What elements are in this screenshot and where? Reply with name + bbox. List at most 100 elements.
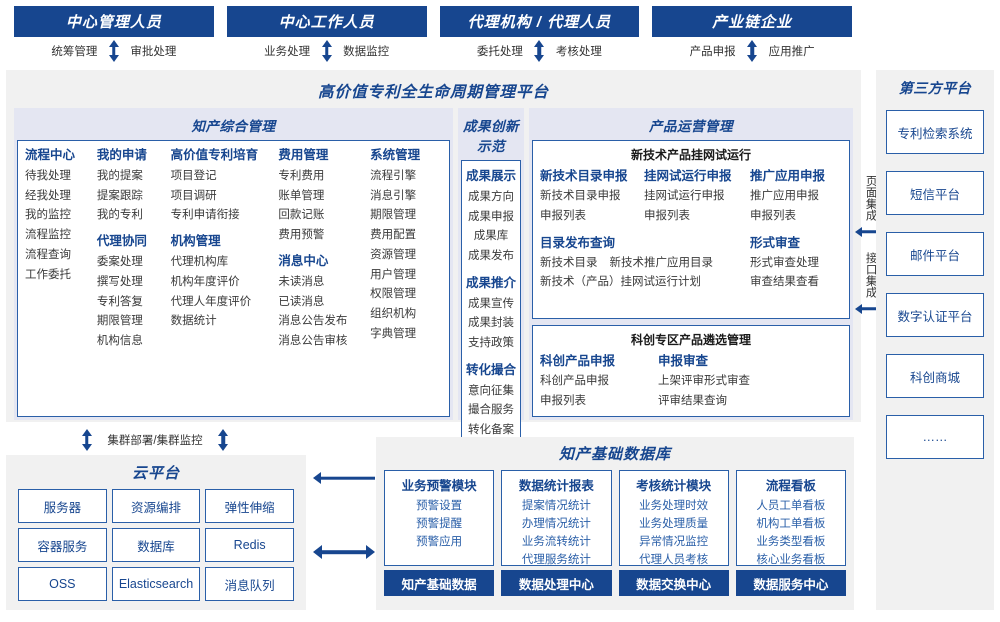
- ip-menu-item[interactable]: 费用配置: [370, 229, 417, 242]
- kdb-footer-button[interactable]: 数据服务中心: [735, 570, 846, 596]
- ip-menu-item[interactable]: 消息公告审核: [278, 335, 348, 348]
- ip-menu-item[interactable]: 项目登记: [170, 169, 217, 182]
- achievement-menu-item[interactable]: 成果宣传: [468, 297, 514, 310]
- product-menu-item[interactable]: 申报列表: [750, 209, 796, 222]
- kdb-card-item[interactable]: 核心业务看板: [756, 554, 826, 567]
- ip-menu-item[interactable]: 我的专利: [96, 209, 143, 222]
- innovation-menu-item[interactable]: 科创产品申报: [540, 375, 609, 388]
- achievement-menu-item[interactable]: 撮合服务: [468, 404, 514, 417]
- role-action-left[interactable]: 业务处理: [264, 45, 311, 58]
- ip-menu-item[interactable]: 专利费用: [278, 169, 325, 182]
- ip-menu-item[interactable]: 消息公告发布: [278, 315, 348, 328]
- cloud-resource-cell[interactable]: 弹性伸缩: [205, 489, 294, 523]
- achievement-menu-item[interactable]: 转化备案: [468, 424, 514, 437]
- cloud-resource-cell[interactable]: 容器服务: [18, 528, 107, 562]
- achievement-menu-item[interactable]: 成果申报: [468, 210, 514, 223]
- product-menu-item[interactable]: 申报列表: [540, 209, 586, 222]
- ip-menu-item[interactable]: 期限管理: [96, 315, 143, 328]
- ip-menu-item[interactable]: 项目调研: [170, 189, 217, 202]
- achievement-menu-item[interactable]: 成果库: [473, 230, 509, 243]
- ip-menu-item[interactable]: 字典管理: [370, 328, 417, 340]
- achievement-menu-item[interactable]: 成果封装: [468, 317, 514, 330]
- cloud-resource-cell[interactable]: 服务器: [18, 489, 107, 523]
- kdb-card-item[interactable]: 人员工单看板: [756, 500, 826, 512]
- role-action-right[interactable]: 考核处理: [555, 45, 602, 58]
- ip-menu-item[interactable]: 消息引擎: [370, 189, 417, 202]
- ip-menu-item[interactable]: 资源管理: [370, 248, 417, 261]
- product-menu-item[interactable]: 推广应用申报: [750, 190, 819, 203]
- kdb-card-item[interactable]: 业务类型看板: [756, 536, 826, 549]
- kdb-card-item[interactable]: 代理服务统计: [521, 554, 591, 567]
- ip-menu-item[interactable]: 经我处理: [25, 189, 71, 202]
- ip-menu-item[interactable]: 组织机构: [370, 308, 417, 321]
- third-party-item[interactable]: 短信平台: [886, 171, 984, 215]
- kdb-card-item[interactable]: 代理人员考核: [639, 554, 709, 567]
- catalog-publish-item[interactable]: 新技术推广应用目录: [609, 257, 714, 270]
- ip-menu-item[interactable]: 委案处理: [96, 256, 143, 269]
- ip-menu-item[interactable]: 流程查询: [25, 248, 71, 261]
- ip-menu-item[interactable]: 期限管理: [370, 209, 417, 222]
- achievement-menu-item[interactable]: 成果发布: [468, 250, 514, 263]
- ip-menu-item[interactable]: 权限管理: [370, 288, 417, 301]
- role-action-right[interactable]: 应用推广: [768, 45, 815, 58]
- ip-menu-item[interactable]: 专利申请衔接: [170, 209, 240, 222]
- ip-menu-item[interactable]: 撰写处理: [96, 275, 143, 288]
- cloud-resource-cell[interactable]: Elasticsearch: [111, 567, 201, 601]
- ip-menu-item[interactable]: 专利答复: [96, 295, 143, 308]
- role-action-right[interactable]: 审批处理: [130, 45, 177, 58]
- ip-menu-item[interactable]: 代理人年度评价: [170, 295, 252, 308]
- ip-menu-item[interactable]: 已读消息: [278, 295, 325, 308]
- kdb-card-item[interactable]: 办理情况统计: [521, 518, 591, 531]
- role-action-left[interactable]: 委托处理: [476, 45, 523, 58]
- ip-menu-item[interactable]: 机构信息: [96, 335, 143, 348]
- role-action-left[interactable]: 产品申报: [689, 45, 736, 58]
- ip-menu-item[interactable]: 我的监控: [25, 209, 71, 222]
- kdb-card-item[interactable]: 预警设置: [416, 500, 463, 512]
- third-party-item[interactable]: 专利检索系统: [886, 110, 984, 154]
- third-party-item[interactable]: 数字认证平台: [886, 293, 984, 337]
- kdb-card-item[interactable]: 提案情况统计: [521, 500, 591, 512]
- formal-review-item[interactable]: 形式审查处理: [750, 257, 819, 270]
- kdb-card-item[interactable]: 异常情况监控: [639, 536, 709, 549]
- ip-menu-item[interactable]: 代理机构库: [170, 256, 229, 269]
- product-menu-item[interactable]: 新技术目录申报: [540, 190, 621, 203]
- cloud-resource-cell[interactable]: 数据库: [111, 528, 201, 562]
- innovation-menu-item[interactable]: 评审结果查询: [658, 394, 727, 407]
- ip-menu-item[interactable]: 账单管理: [278, 189, 325, 202]
- ip-menu-item[interactable]: 未读消息: [278, 275, 325, 288]
- achievement-menu-item[interactable]: 成果方向: [468, 190, 514, 203]
- innovation-menu-item[interactable]: 申报列表: [540, 394, 586, 407]
- kdb-footer-button[interactable]: 数据处理中心: [501, 570, 612, 596]
- product-menu-item[interactable]: 申报列表: [644, 209, 690, 222]
- cloud-resource-cell[interactable]: 消息队列: [205, 567, 294, 601]
- ip-menu-item[interactable]: 工作委托: [25, 268, 71, 281]
- ip-menu-item[interactable]: 待我处理: [25, 169, 71, 182]
- product-menu-item[interactable]: 挂网试运行申报: [644, 190, 725, 203]
- kdb-card-item[interactable]: 机构工单看板: [756, 518, 826, 531]
- cloud-resource-cell[interactable]: 资源编排: [111, 489, 201, 523]
- kdb-card-item[interactable]: 预警应用: [416, 536, 463, 549]
- ip-menu-item[interactable]: 费用预警: [278, 229, 325, 242]
- ip-menu-item[interactable]: 提案跟踪: [96, 189, 143, 202]
- ip-menu-item[interactable]: 用户管理: [370, 268, 417, 281]
- third-party-item[interactable]: ……: [886, 415, 984, 459]
- cloud-resource-cell[interactable]: Redis: [205, 528, 294, 562]
- ip-menu-item[interactable]: 我的提案: [96, 169, 143, 182]
- cloud-resource-cell[interactable]: OSS: [18, 567, 107, 601]
- catalog-publish-item[interactable]: 新技术（产品）挂网试运行计划: [540, 276, 701, 289]
- kdb-card-item[interactable]: 业务处理时效: [639, 500, 709, 512]
- kdb-footer-button[interactable]: 数据交换中心: [618, 570, 729, 596]
- innovation-menu-item[interactable]: 上架评审形式审查: [658, 375, 750, 388]
- kdb-footer-button[interactable]: 知产基础数据: [384, 570, 495, 596]
- ip-menu-item[interactable]: 数据统计: [170, 315, 217, 328]
- third-party-item[interactable]: 科创商城: [886, 354, 984, 398]
- achievement-menu-item[interactable]: 支持政策: [468, 337, 514, 350]
- catalog-publish-item[interactable]: 新技术目录: [540, 257, 598, 270]
- kdb-card-item[interactable]: 预警提醒: [416, 518, 463, 531]
- ip-menu-item[interactable]: 机构年度评价: [170, 275, 240, 288]
- ip-menu-item[interactable]: 流程引擎: [370, 169, 417, 182]
- third-party-item[interactable]: 邮件平台: [886, 232, 984, 276]
- role-action-right[interactable]: 数据监控: [343, 45, 390, 58]
- role-action-left[interactable]: 统筹管理: [51, 45, 98, 58]
- formal-review-item[interactable]: 审查结果查看: [750, 276, 819, 289]
